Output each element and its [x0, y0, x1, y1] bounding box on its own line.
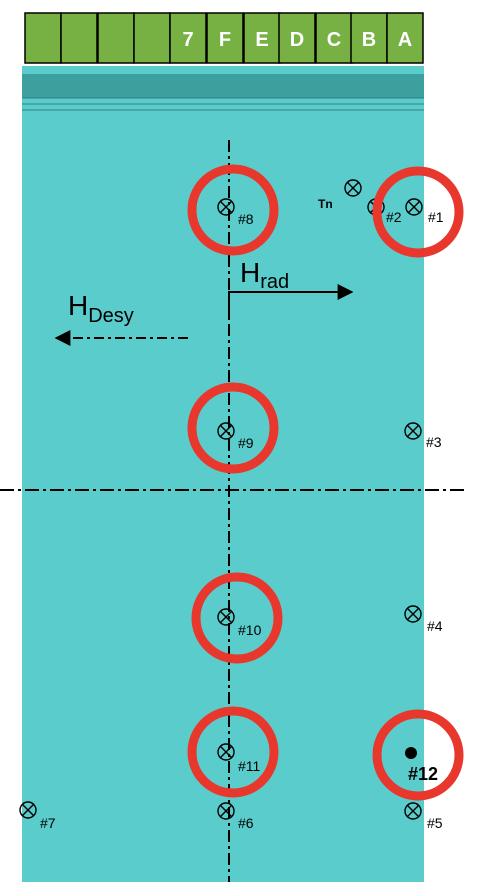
sensor-1-icon	[405, 198, 423, 216]
header-cell-label: A	[398, 29, 412, 51]
tn-label: Tn	[318, 197, 333, 211]
sensor-8-label: #8	[238, 211, 254, 227]
highlight-ring-12	[372, 709, 464, 801]
header-cell-label: F	[219, 29, 231, 51]
sensor-6-icon	[217, 802, 235, 820]
top-band-stripe	[22, 74, 424, 98]
header-cell	[206, 12, 244, 64]
sensor-2-label: #2	[386, 209, 402, 225]
header-cell	[278, 12, 316, 64]
sensor-3-icon	[404, 422, 422, 440]
sensor-9-label: #9	[238, 435, 254, 451]
highlight-ring-layer	[187, 164, 464, 801]
sensor-7-label: #7	[40, 815, 56, 831]
header-cell-label: C	[327, 29, 341, 51]
header-cell-label: D	[290, 29, 304, 51]
h-desy-label: HDesy	[68, 290, 134, 327]
header-cell	[60, 12, 98, 64]
header-cell	[315, 12, 353, 64]
header-cell	[97, 12, 135, 64]
h-rad-label: Hrad	[240, 257, 289, 293]
sensor-5-label: #5	[427, 815, 443, 831]
sensor-12-label: #12	[408, 764, 438, 784]
tn-sensor-icon	[344, 179, 362, 197]
sensor-8-icon	[217, 198, 235, 216]
sensor-12-icon	[405, 747, 417, 759]
sensor-4-icon	[404, 605, 422, 623]
sensor-10-label: #10	[238, 622, 262, 638]
highlight-ring-8	[187, 164, 279, 256]
h-rad-arrow	[228, 284, 354, 320]
header-cell-label: B	[362, 29, 376, 51]
header-cell	[24, 12, 62, 64]
h-desy-main: H	[68, 290, 88, 321]
highlight-ring-9	[187, 382, 279, 474]
sensor-1-label: #1	[428, 209, 444, 225]
h-rad-sub: rad	[260, 271, 289, 293]
highlight-ring-1	[372, 166, 464, 258]
sensor-9-icon	[217, 422, 235, 440]
header-cell	[350, 12, 388, 64]
highlight-ring-10	[191, 572, 283, 664]
header-cell-label: E	[255, 29, 268, 51]
sensor-3-label: #3	[426, 434, 442, 450]
sensor-11-icon	[217, 743, 235, 761]
header-cell	[133, 12, 171, 64]
sensor-10-icon	[217, 608, 235, 626]
highlight-ring-11	[187, 706, 279, 798]
sensor-4-label: #4	[427, 618, 443, 634]
h-desy-sub: Desy	[88, 305, 134, 327]
module-panel	[22, 66, 424, 882]
header-cell	[169, 12, 207, 64]
sensor-6-label: #6	[238, 815, 254, 831]
h-rad-main: H	[240, 257, 260, 288]
header-cell	[243, 12, 281, 64]
sensor-5-icon	[404, 802, 422, 820]
header-cell-label: 7	[182, 29, 193, 51]
sensor-11-label: #11	[238, 758, 261, 774]
sensor-7-icon	[19, 801, 37, 819]
header-cell	[386, 12, 424, 64]
